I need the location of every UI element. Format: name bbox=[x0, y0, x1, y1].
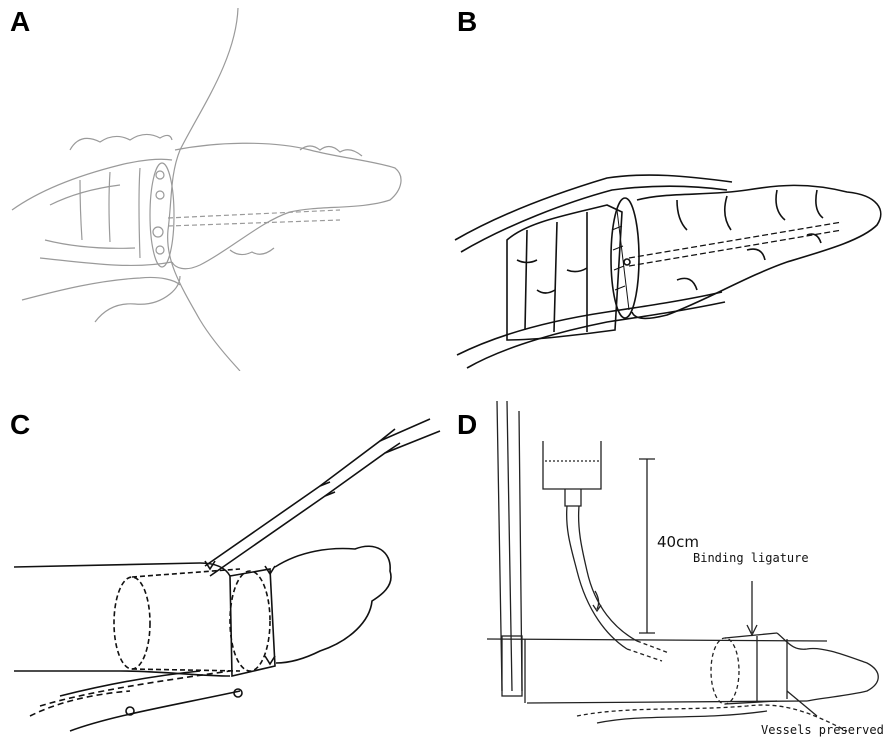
panel-a-drawing bbox=[0, 0, 447, 371]
vessels-preserved-annotation: Vessels preserved bbox=[761, 723, 884, 737]
panel-c-drawing bbox=[0, 371, 447, 742]
panel-d-drawing bbox=[447, 371, 894, 742]
panel-b-drawing bbox=[447, 0, 894, 371]
panel-b: B bbox=[447, 0, 894, 371]
panel-c: C bbox=[0, 371, 447, 742]
height-annotation: 40cm bbox=[657, 533, 699, 551]
panel-a: A bbox=[0, 0, 447, 371]
binding-ligature-annotation: Binding ligature bbox=[693, 551, 809, 565]
panel-d: D 40cm Binding ligature Vess bbox=[447, 371, 894, 742]
